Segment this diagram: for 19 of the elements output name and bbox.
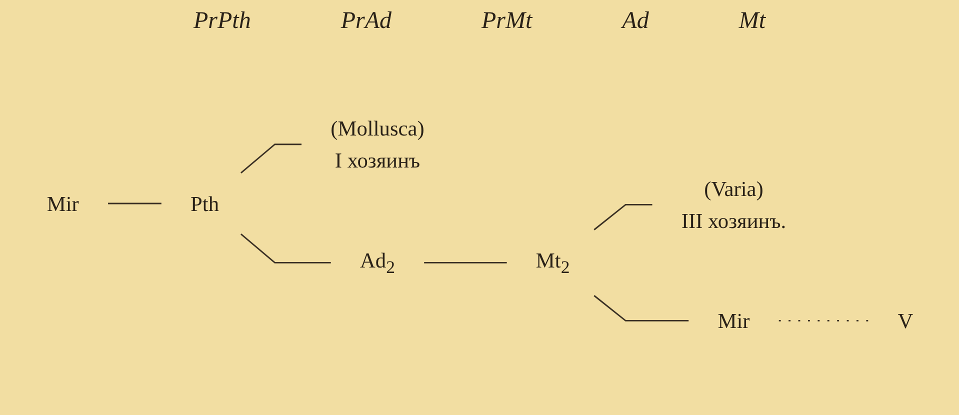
node-text: Mir	[717, 308, 750, 333]
node-text: Mt$_{2}$	[535, 248, 570, 277]
stage-label: Ad	[622, 8, 649, 36]
connector	[424, 262, 506, 264]
stage-label: PrPth	[193, 8, 251, 36]
connector	[593, 295, 688, 322]
node-text: Pth	[190, 191, 219, 216]
connector	[593, 204, 652, 230]
node-text: (Varia) III хозяинъ.	[680, 176, 786, 233]
node-text: (Mollusca) I хозяинъ	[330, 116, 424, 172]
connector	[240, 144, 302, 174]
stage-label: Mt	[738, 8, 766, 36]
stage-label: PrMt	[481, 8, 532, 36]
node-text: V	[897, 308, 913, 333]
connector	[108, 202, 161, 204]
node-text: Mir	[46, 191, 78, 216]
stage-label: PrAd	[340, 8, 392, 36]
connector	[240, 234, 330, 264]
node-text: Ad$_{2}$	[359, 248, 394, 277]
